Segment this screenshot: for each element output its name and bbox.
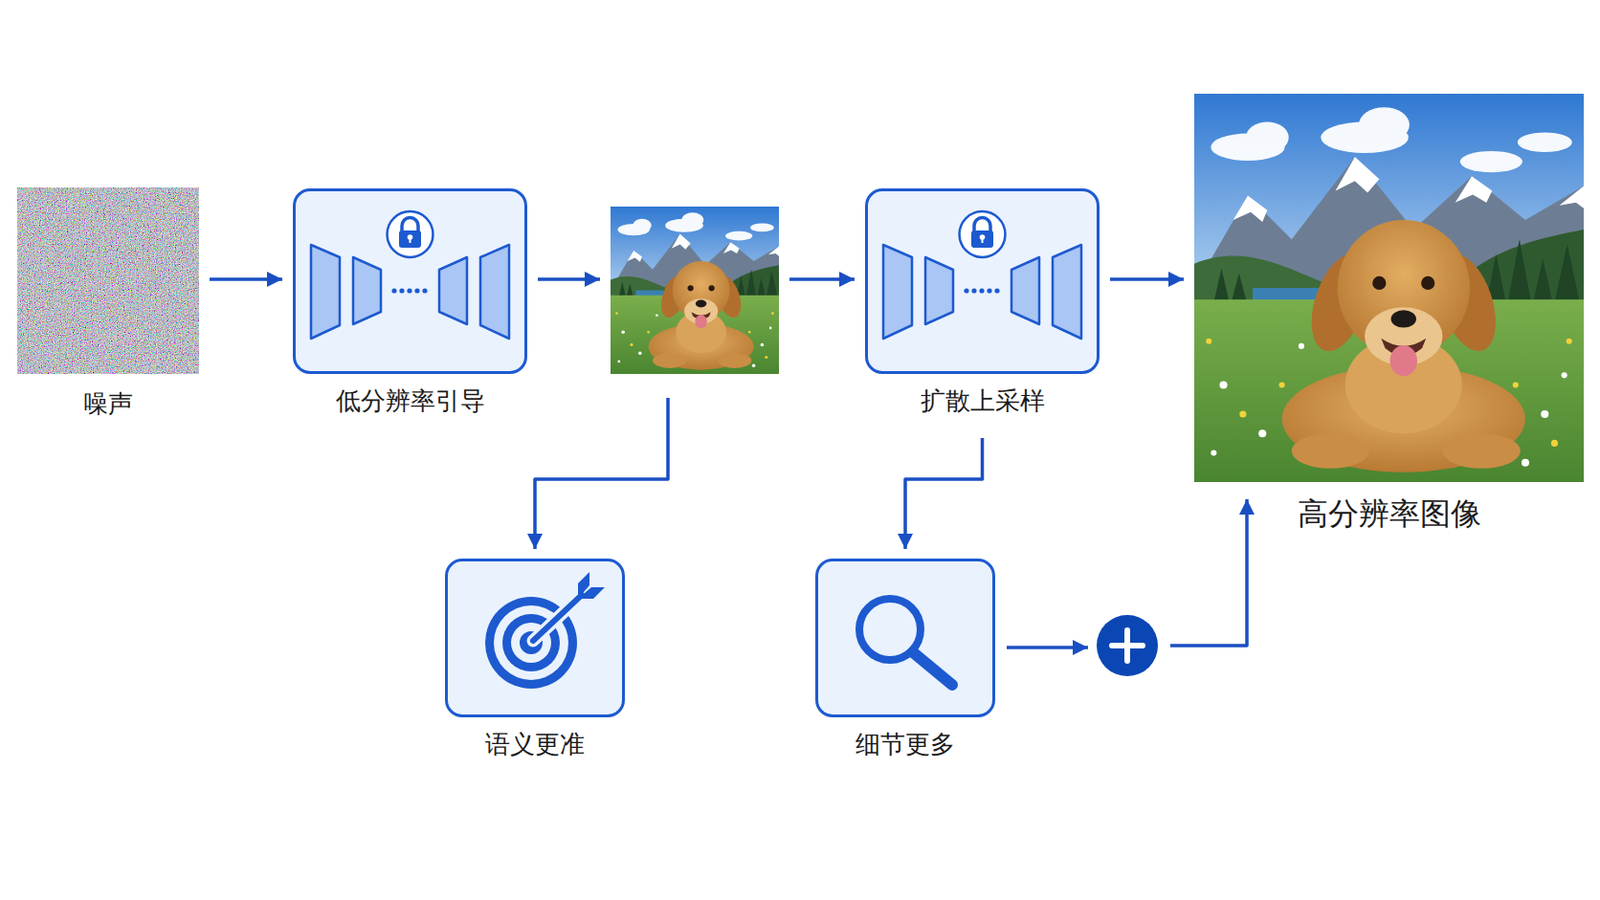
node-label: 语义更准 xyxy=(485,730,585,760)
node-label: 低分辨率引导 xyxy=(335,386,486,417)
flow-arrow xyxy=(905,438,983,550)
node-label: 噪声 xyxy=(83,389,134,420)
circle-shape xyxy=(1096,615,1158,677)
flow-arrow xyxy=(1006,645,1089,650)
flow-arrow xyxy=(789,277,855,282)
node-label: 细节更多 xyxy=(855,730,956,760)
process-box: 扩散上采样 xyxy=(865,188,1100,375)
node-label: 高分辨率图像 xyxy=(1297,495,1482,533)
flow-arrow xyxy=(1110,277,1184,282)
image-node xyxy=(610,206,779,375)
low-res-image xyxy=(610,206,779,375)
benefit-box: 细节更多 xyxy=(815,558,996,718)
noise-node: 噪声 xyxy=(17,187,200,375)
benefit-box: 语义更准 xyxy=(444,558,625,718)
node-label: 扩散上采样 xyxy=(920,386,1045,417)
process-box: 低分辨率引导 xyxy=(292,188,528,375)
flow-arrow xyxy=(209,277,283,282)
plus-circle xyxy=(1095,614,1159,678)
flow-arrow xyxy=(537,277,600,282)
flow-arrow xyxy=(534,398,668,550)
flow-arrow xyxy=(1170,499,1247,646)
high-res-image xyxy=(1194,93,1584,483)
noise-image xyxy=(17,187,200,375)
circle-shape xyxy=(1095,614,1159,678)
output-image-node: 高分辨率图像 xyxy=(1194,93,1584,483)
